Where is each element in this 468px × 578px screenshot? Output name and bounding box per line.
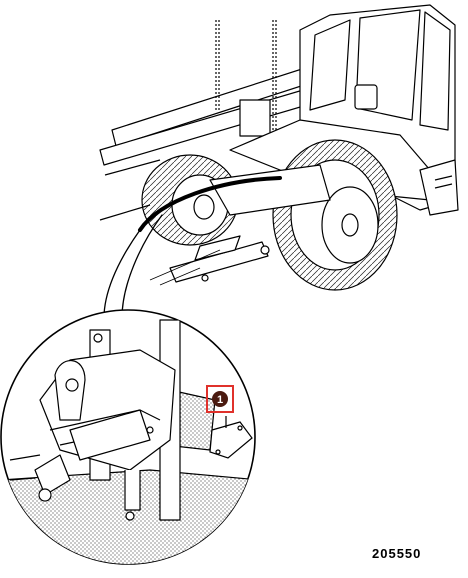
callout-1: 1 — [206, 385, 234, 413]
detail-view — [0, 309, 256, 565]
callout-1-highlight — [206, 385, 234, 413]
callout-1-number: 1 — [217, 394, 223, 406]
detail-leader — [103, 176, 282, 319]
callout-1-badge — [212, 391, 228, 407]
tractor-illustration — [99, 4, 459, 291]
cover-plate — [209, 416, 253, 459]
figure-reference-number: 205550 — [372, 546, 422, 561]
